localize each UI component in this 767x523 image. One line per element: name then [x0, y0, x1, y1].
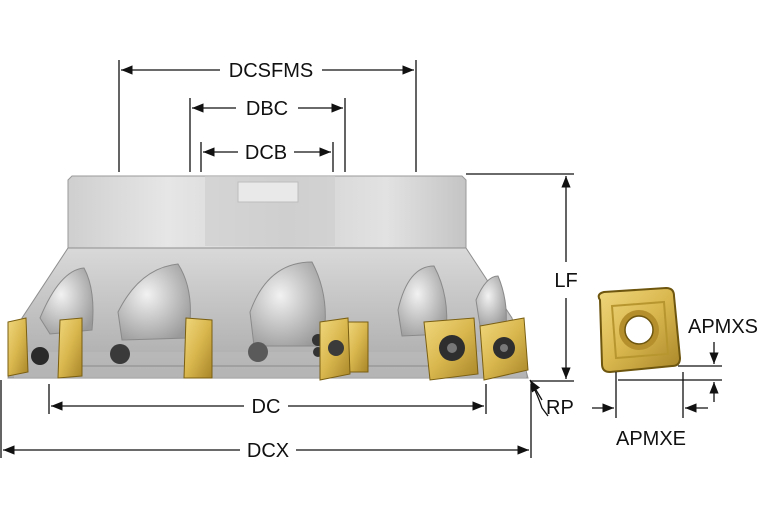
insert-7-screw-center	[500, 344, 508, 352]
lf-label: LF	[554, 270, 577, 292]
insert-6-screw-center	[447, 343, 457, 353]
dcb-label: DCB	[245, 142, 287, 164]
screw-hole-3	[248, 342, 268, 362]
dimension-labels: DCSFMS DBC DCB LF DC RP DCX APMXS APMXE	[222, 58, 758, 462]
dcsfms-label: DCSFMS	[229, 60, 313, 82]
screw-hole-2	[110, 344, 130, 364]
rp-label: RP	[546, 397, 574, 419]
cutter-inserts	[7, 317, 529, 381]
screw-hole-1	[31, 347, 49, 365]
insert-hole	[624, 315, 654, 345]
insert-3	[183, 317, 213, 379]
apmxe-label: APMXE	[616, 428, 686, 450]
chip-pocket-1	[39, 267, 94, 335]
cutter-body	[7, 175, 529, 379]
insert-chip-breaker	[610, 300, 670, 360]
insert-5-screw	[328, 340, 344, 356]
insert-1	[7, 317, 29, 377]
dbc-label: DBC	[246, 98, 288, 120]
apmxs-label: APMXS	[688, 316, 758, 338]
dcx-label: DCX	[247, 440, 289, 462]
dimension-lines	[0, 60, 722, 458]
dcsfms-label-bg	[222, 58, 320, 82]
dc-label: DC	[252, 396, 281, 418]
cutter-keyway	[237, 181, 299, 203]
lf-label-bg	[552, 264, 582, 296]
standalone-insert	[597, 286, 682, 374]
rp-arrow	[529, 379, 543, 401]
insert-2	[57, 317, 83, 379]
